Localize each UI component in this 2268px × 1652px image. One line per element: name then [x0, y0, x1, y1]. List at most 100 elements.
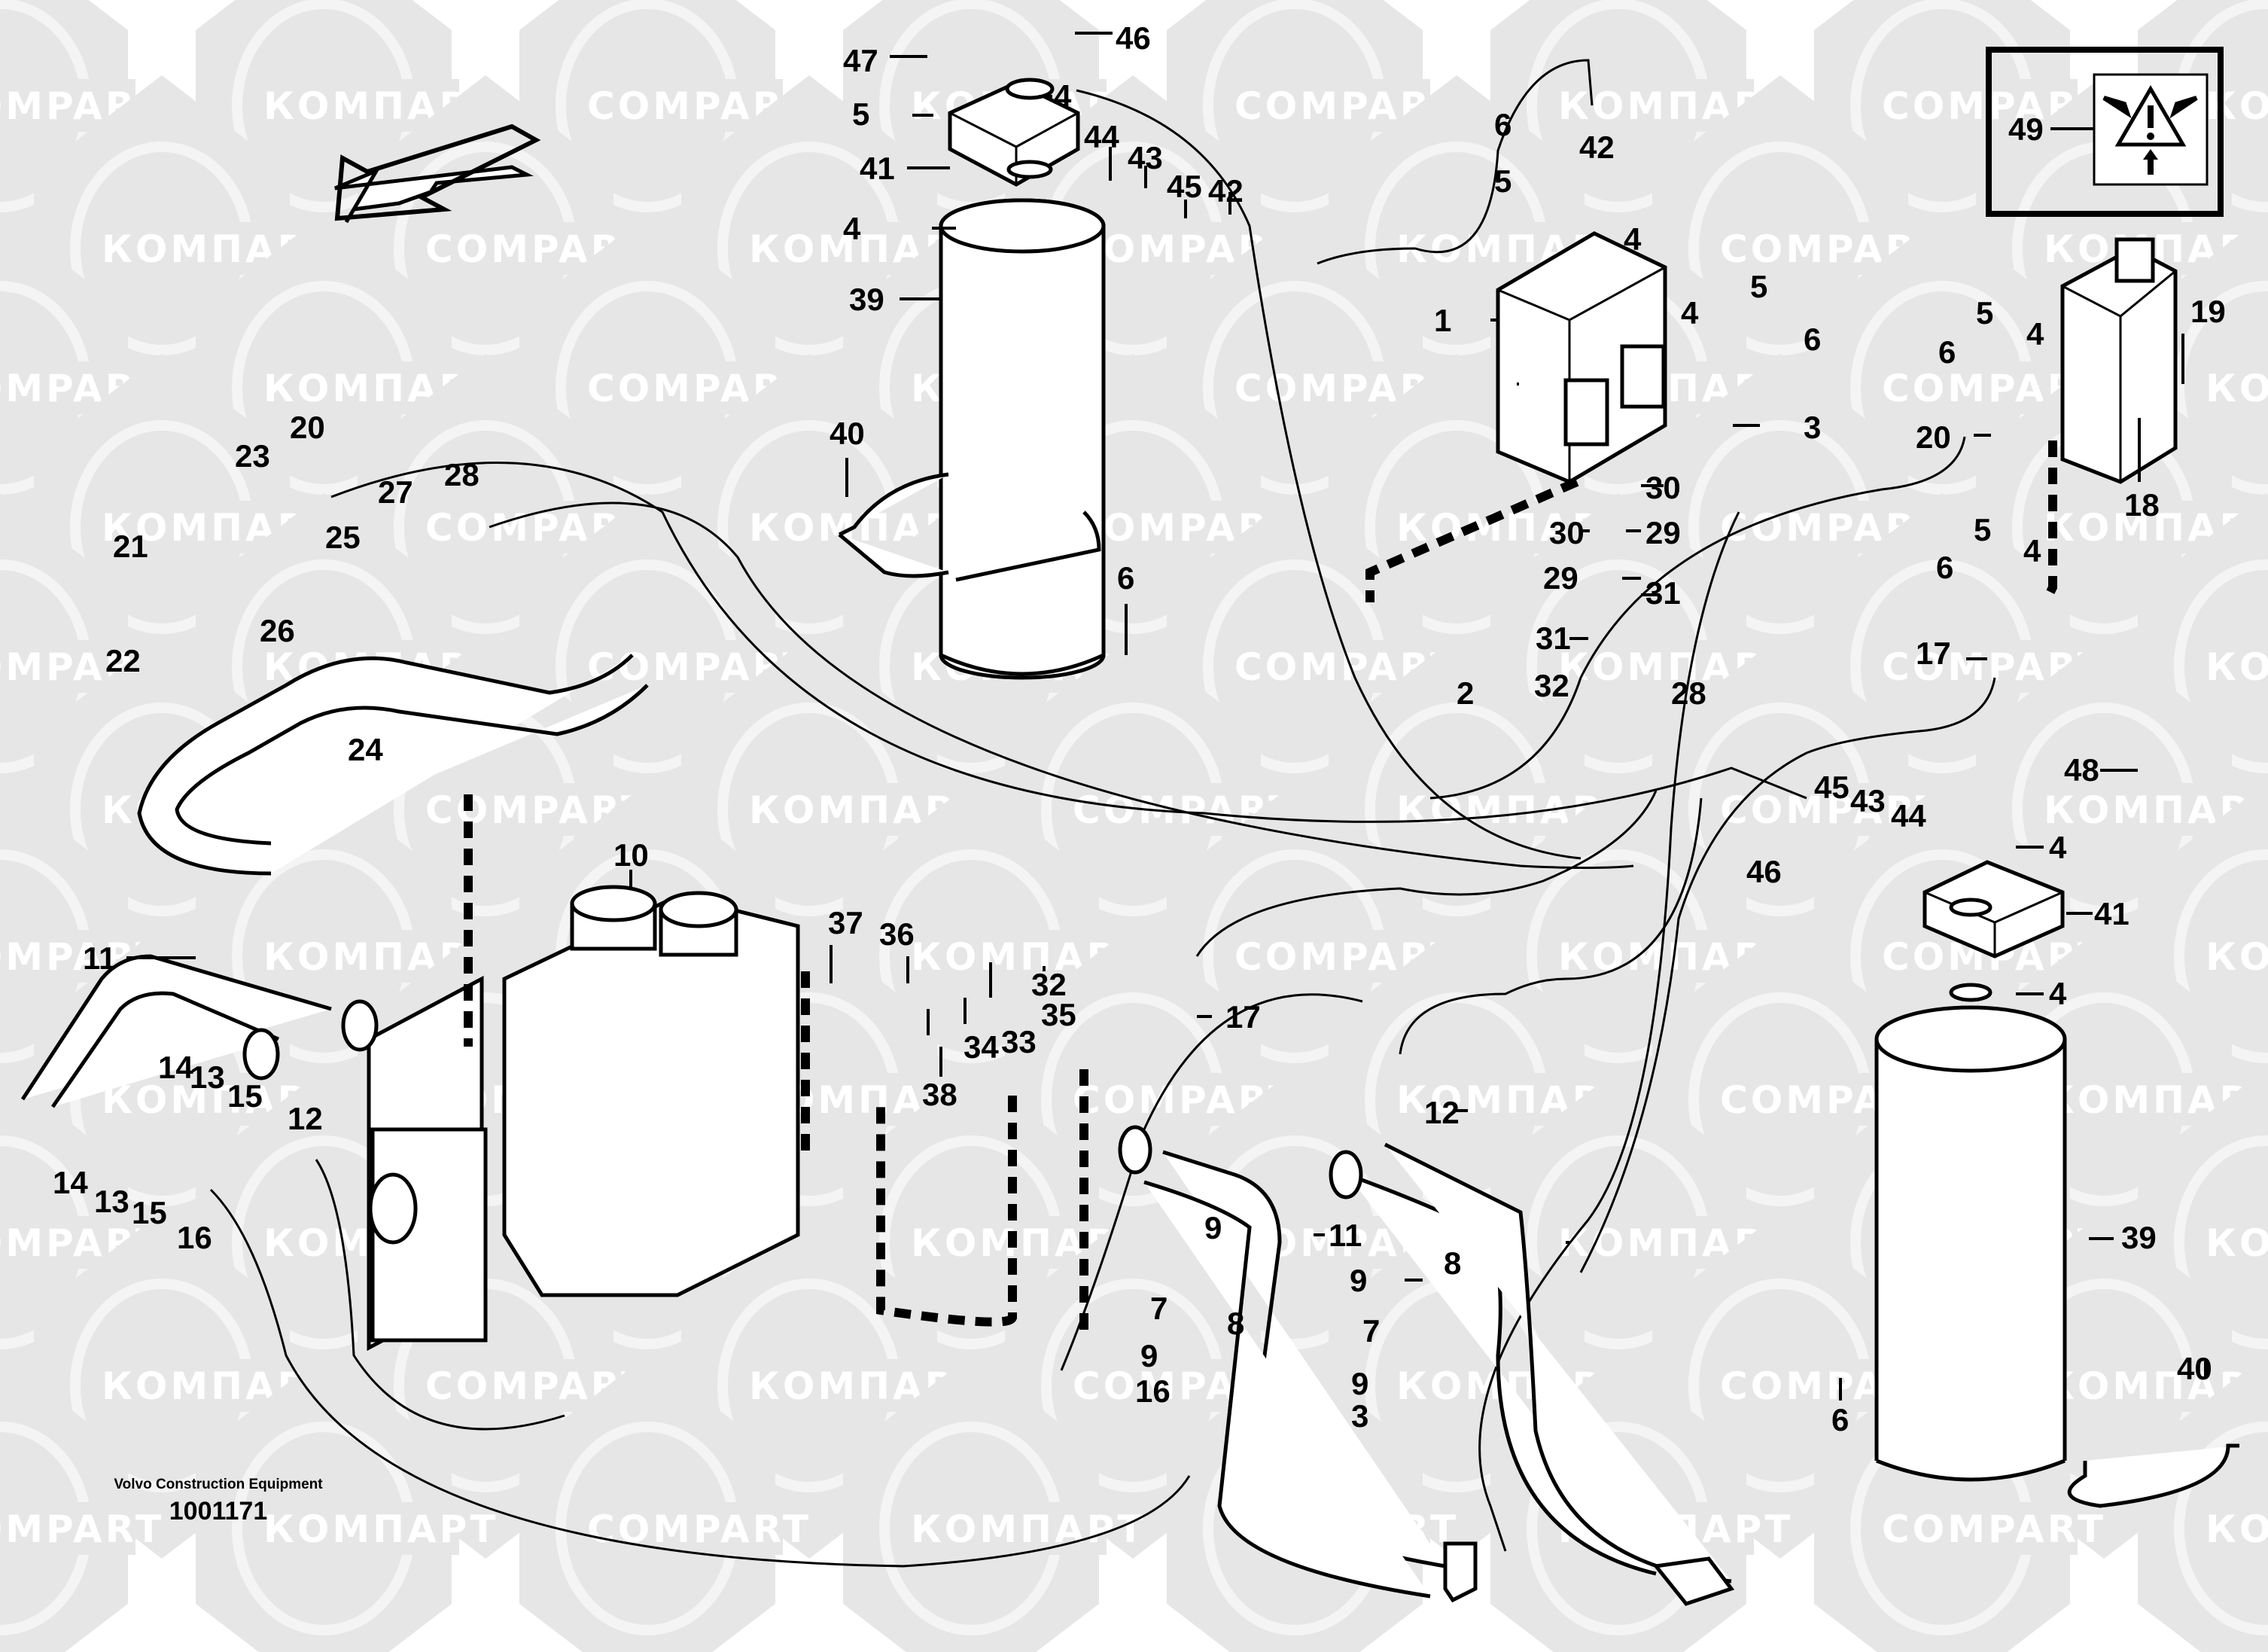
callout-8: 8 [1227, 1306, 1244, 1341]
callout-4: 4 [843, 211, 861, 246]
callout-18: 18 [2124, 487, 2160, 523]
callout-48: 48 [2064, 752, 2099, 788]
callout-34: 34 [964, 1029, 999, 1065]
callout-10: 10 [613, 837, 649, 873]
accumulator-lower [1874, 860, 2239, 1508]
callout-32: 32 [1031, 967, 1067, 1002]
callout-3: 3 [1351, 1398, 1368, 1434]
warning-box: 49 [1986, 47, 2224, 217]
callout-16: 16 [177, 1220, 212, 1255]
callout-4: 4 [2026, 316, 2044, 352]
callout-40: 40 [830, 416, 865, 451]
watermark-band [1705, 783, 1916, 836]
watermark-text: КОМПАРТ [911, 1507, 1146, 1551]
watermark-band [1867, 1502, 2078, 1555]
callout-44: 44 [1891, 798, 1926, 834]
callout-40: 40 [2177, 1351, 2212, 1386]
callout-42: 42 [1579, 130, 1615, 165]
callout-49: 49 [2008, 111, 2044, 147]
callout-9: 9 [1351, 1366, 1368, 1401]
callout-5: 5 [1494, 163, 1511, 199]
callout-39: 39 [2121, 1220, 2157, 1255]
callout-9: 9 [1204, 1210, 1222, 1245]
callout-43: 43 [1850, 783, 1886, 818]
callout-25: 25 [325, 520, 361, 555]
watermark-band [1058, 783, 1268, 836]
callout-9: 9 [1140, 1338, 1158, 1373]
callout-27: 27 [378, 474, 413, 510]
direction-arrow-icon [334, 165, 534, 224]
callout-29: 29 [1543, 560, 1578, 596]
callout-42: 42 [1208, 173, 1244, 209]
callout-45: 45 [1814, 770, 1849, 805]
callout-20: 20 [1916, 419, 1951, 455]
clamp-upper [838, 472, 1101, 582]
leader-lines [126, 32, 2207, 1401]
valve-block-1 [1496, 231, 1667, 484]
callout-4: 4 [1054, 78, 1072, 114]
watermark-band [2190, 640, 2268, 693]
callout-4: 4 [1681, 295, 1699, 331]
watermark-text: COMPART [0, 1507, 164, 1551]
watermark-band [2190, 930, 2268, 983]
drawing-number: 1001171 [169, 1497, 268, 1526]
watermark-text: КОМПАРТ [2206, 84, 2268, 128]
callout-6: 6 [1831, 1402, 1849, 1437]
callout-39: 39 [849, 282, 884, 317]
callout-11: 11 [1329, 1218, 1362, 1253]
callout-2: 2 [1457, 675, 1474, 711]
callout-29: 29 [1645, 515, 1681, 550]
callout-22: 22 [105, 643, 141, 678]
callout-31: 31 [1536, 620, 1571, 656]
accumulator-upper [939, 78, 1106, 680]
callout-15: 15 [227, 1078, 263, 1114]
callout-24: 24 [348, 732, 383, 767]
callout-5: 5 [1976, 295, 1993, 331]
callout-41: 41 [860, 151, 895, 186]
watermark-band [734, 783, 945, 836]
callout-46: 46 [1116, 20, 1151, 56]
watermark-text: КОМПАРТ [2206, 1221, 2268, 1265]
watermark-text: КОМПАРТ [263, 1507, 498, 1551]
callout-33: 33 [1001, 1024, 1037, 1059]
callout-28: 28 [1671, 675, 1706, 711]
callout-46: 46 [1746, 854, 1782, 889]
callout-30: 30 [1549, 515, 1585, 550]
callout-11: 11 [83, 940, 116, 976]
callout-14: 14 [53, 1165, 88, 1200]
watermark-band [572, 1502, 783, 1555]
callout-26: 26 [260, 613, 295, 648]
callout-4: 4 [2049, 976, 2067, 1011]
callout-8: 8 [1444, 1245, 1461, 1281]
watermark-band [410, 783, 621, 836]
direction-arrow-outline [334, 123, 541, 221]
callout-47: 47 [843, 43, 878, 78]
watermark-band [896, 1502, 1107, 1555]
callout-4: 4 [2023, 533, 2041, 568]
callout-13: 13 [190, 1059, 225, 1095]
watermark-band [2190, 361, 2268, 414]
callout-45: 45 [1167, 169, 1202, 204]
callout-17: 17 [1225, 999, 1261, 1035]
callout-21: 21 [113, 529, 148, 564]
callout-28: 28 [444, 457, 479, 492]
callout-43: 43 [1128, 140, 1163, 175]
callout-7: 7 [1150, 1291, 1167, 1326]
callout-44: 44 [1084, 119, 1119, 154]
main-valve-10 [367, 885, 800, 1352]
watermark-text: КОМПАРТ [2206, 935, 2268, 979]
callout-37: 37 [828, 905, 863, 940]
callout-4: 4 [1624, 221, 1642, 257]
valve-block-18 [2060, 237, 2178, 484]
callout-5: 5 [852, 96, 869, 132]
manufacturer-name: Volvo Construction Equipment [114, 1477, 323, 1492]
callout-6: 6 [1494, 107, 1511, 142]
callout-41: 41 [2094, 896, 2129, 931]
callout-5: 5 [1750, 269, 1767, 304]
watermark-text: КОМПАРТ [2206, 1507, 2268, 1551]
watermark-text: КОМПАРТ [2206, 367, 2268, 410]
callout-6: 6 [1804, 322, 1821, 357]
watermark-text: COMPART [587, 1507, 811, 1551]
callout-1: 1 [1434, 303, 1451, 338]
